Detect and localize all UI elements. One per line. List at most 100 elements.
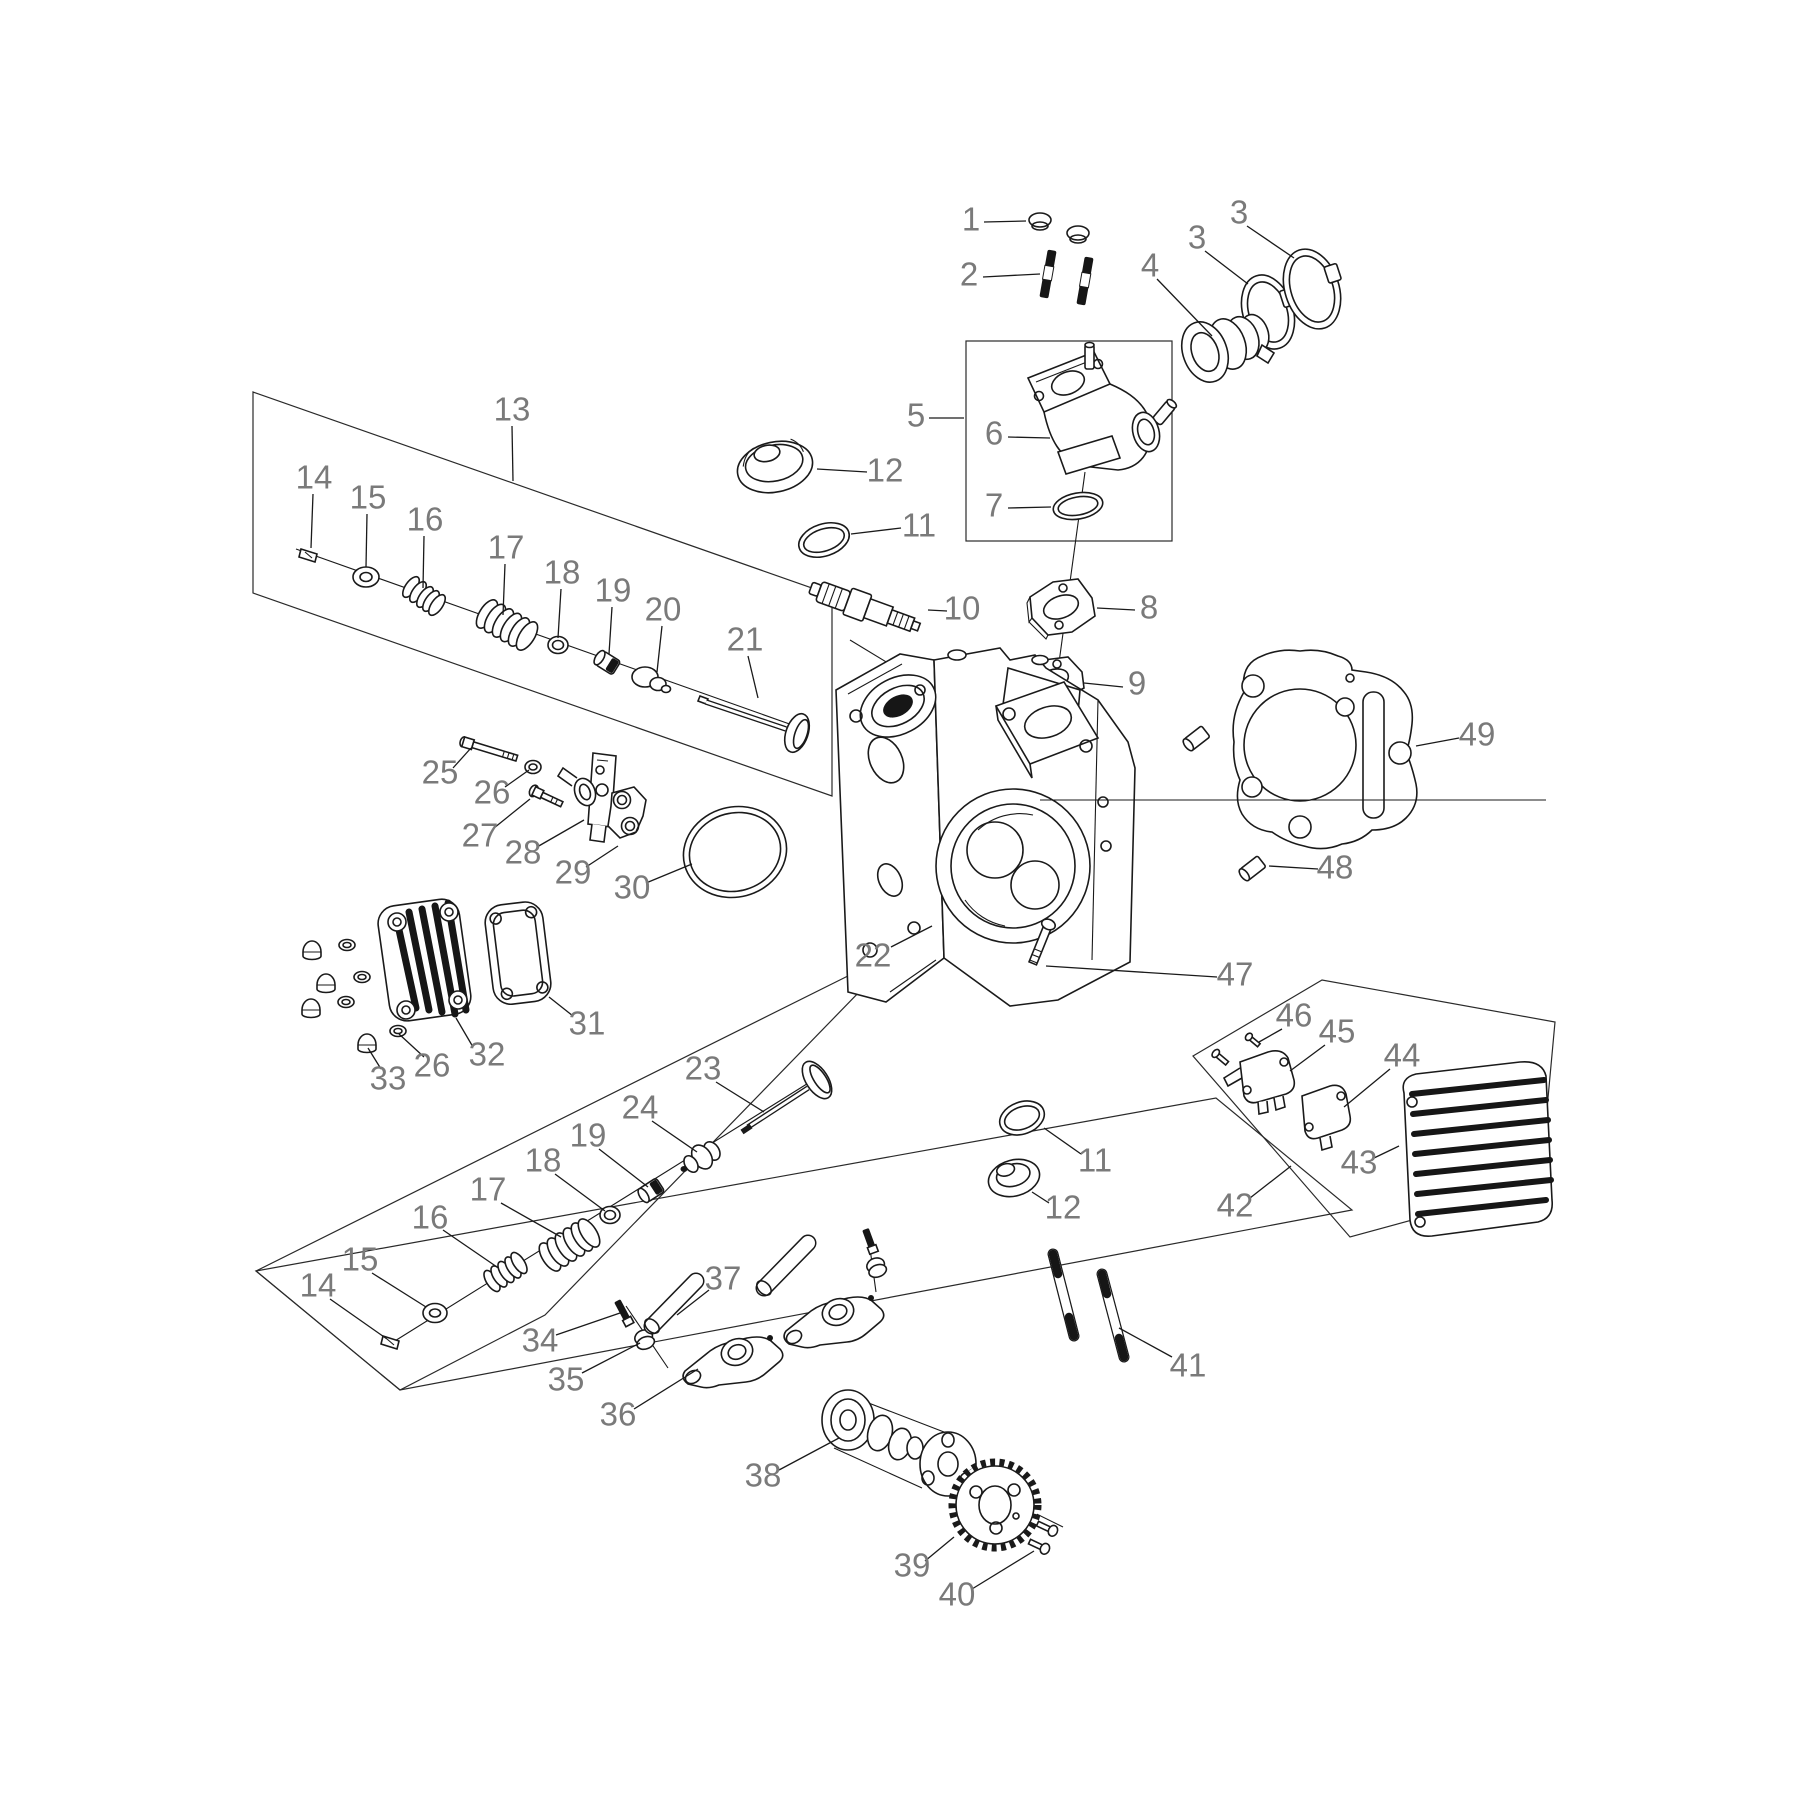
callout-15-spring-seat: 15 (350, 479, 387, 516)
part-cover-screws (1211, 1032, 1262, 1067)
leader-24-spring-retainer (651, 1120, 698, 1153)
callout-12-tappet-cap: 12 (867, 452, 904, 489)
part-spring-retainer-top (631, 666, 672, 694)
part-cylinder-studs (1047, 1248, 1130, 1363)
callout-14-valve-cotter: 14 (296, 459, 333, 496)
part-head-gasket (1232, 649, 1418, 850)
part-o-ring-low (998, 1100, 1046, 1136)
leader-4-intake-boot (1156, 278, 1213, 337)
part-dowel-pins (1182, 725, 1266, 882)
callout-10-spark-plug: 10 (944, 590, 981, 627)
leader-25-tensioner-bolt (452, 747, 472, 769)
callout-26-washer: 26 (414, 1047, 451, 1084)
callout-15-spring-seat: 15 (342, 1241, 379, 1278)
part-tensioner-gasket (607, 786, 647, 839)
part-intake-manifold (1026, 341, 1178, 475)
callout-18-seal-washer: 18 (544, 554, 581, 591)
part-tensioner-bolt (459, 736, 519, 763)
leader-37-rocker-shaft (676, 1289, 710, 1316)
leader-48-dowel-pin (1268, 865, 1319, 870)
callout-28-cam-chain-tensioner: 28 (505, 834, 542, 871)
leader-26-washer (398, 1033, 425, 1058)
part-finned-valve-cover (377, 898, 472, 1022)
callout-16-inner-valve-spring: 16 (407, 501, 444, 538)
part-insulator-spacer (1026, 578, 1096, 640)
group-box-13 (252, 391, 833, 797)
leader-32-finned-valve-cover (455, 1017, 474, 1048)
leader-8-insulator-spacer (1096, 607, 1136, 611)
callout-42-cover-assembly: 42 (1217, 1187, 1254, 1224)
leader-33-acorn-nut (367, 1047, 382, 1070)
part-finned-cam-cover (1402, 1060, 1554, 1237)
part-breather-cover (1222, 1050, 1296, 1115)
leader-29-tensioner-gasket (585, 845, 619, 868)
callout-13-intake-valve-assembly: 13 (494, 391, 531, 428)
callout-47-flange-bolt: 47 (1217, 956, 1254, 993)
part-outer-spring-low (538, 1218, 601, 1272)
leader-19-valve-stem-seal (598, 1148, 649, 1188)
leader-31-side-cover-gasket (548, 996, 574, 1017)
leader-30-o-ring-large (645, 863, 693, 884)
callout-25-tensioner-bolt: 25 (422, 754, 459, 791)
part-valve-cotter-top (298, 547, 318, 564)
part-spring-seat-low (422, 1302, 448, 1324)
leader-18-seal-washer (554, 1173, 606, 1212)
part-rocker-shafts (643, 1234, 817, 1335)
leader-7-manifold-o-ring (1007, 506, 1052, 509)
leader-16-inner-valve-spring (442, 1229, 498, 1268)
part-cam-sprocket (948, 1458, 1042, 1552)
part-cylinder-head (835, 647, 1136, 1007)
callout-11-o-ring: 11 (902, 507, 936, 544)
callout-12-tappet-cap: 12 (1045, 1189, 1082, 1226)
callout-9-insulator-gasket: 9 (1128, 665, 1146, 702)
leader-3-hose-clamp (1246, 225, 1295, 259)
leader-46-cover-screw (1258, 1028, 1283, 1043)
callout-29-tensioner-gasket: 29 (555, 854, 592, 891)
leader-1-flange-nut (983, 220, 1027, 223)
part-breather-cover-small (1301, 1084, 1352, 1152)
part-outer-spring-top (475, 599, 539, 651)
callout-30-o-ring-large: 30 (614, 869, 651, 906)
leader-13-intake-valve-assembly (511, 425, 514, 482)
leader-14-valve-cotter (329, 1298, 388, 1340)
callout-1-flange-nut: 1 (962, 201, 980, 238)
leader-6-intake-manifold (1007, 436, 1051, 439)
callout-26-washer: 26 (474, 774, 511, 811)
callout-20-spring-retainer: 20 (645, 591, 682, 628)
callout-45-breather-cover: 45 (1319, 1013, 1356, 1050)
callout-31-side-cover-gasket: 31 (569, 1005, 606, 1042)
part-flange-nuts (1028, 212, 1090, 244)
callout-7-manifold-o-ring: 7 (985, 487, 1003, 524)
callout-18-seal-washer: 18 (525, 1142, 562, 1179)
leader-38-camshaft (778, 1437, 840, 1471)
part-valve-adjusters (614, 1228, 888, 1351)
callout-37-rocker-shaft: 37 (705, 1260, 742, 1297)
callout-3-hose-clamp: 3 (1230, 194, 1248, 231)
callout-17-outer-valve-spring: 17 (470, 1171, 507, 1208)
leader-3-hose-clamp (1204, 250, 1249, 285)
leader-23-exhaust-valve (715, 1081, 765, 1113)
part-seal-washer-top (547, 635, 569, 655)
part-side-cover-gasket (484, 901, 552, 1006)
leader-17-outer-valve-spring (500, 1202, 562, 1238)
callout-41-cylinder-stud: 41 (1170, 1347, 1207, 1384)
leader-43-finned-cam-cover (1373, 1145, 1400, 1159)
part-acorn-nuts (301, 938, 407, 1054)
callout-21-intake-valve: 21 (727, 621, 764, 658)
leader-17-outer-valve-spring (502, 563, 506, 616)
callout-14-valve-cotter: 14 (300, 1267, 337, 1304)
part-inner-spring-low (483, 1251, 528, 1293)
callout-16-inner-valve-spring: 16 (412, 1199, 449, 1236)
leader-35-lock-nut (581, 1342, 641, 1374)
callout-40-sprocket-bolt: 40 (939, 1576, 976, 1613)
callout-19-valve-stem-seal: 19 (595, 572, 632, 609)
part-intake-valve (696, 694, 811, 754)
leader-11-o-ring (850, 527, 902, 535)
leader-39-cam-sprocket (924, 1536, 955, 1562)
part-intake-studs (1039, 249, 1094, 306)
part-camshaft (821, 1389, 982, 1497)
leader-9-insulator-gasket (1083, 682, 1124, 688)
callout-8-insulator-spacer: 8 (1140, 589, 1158, 626)
